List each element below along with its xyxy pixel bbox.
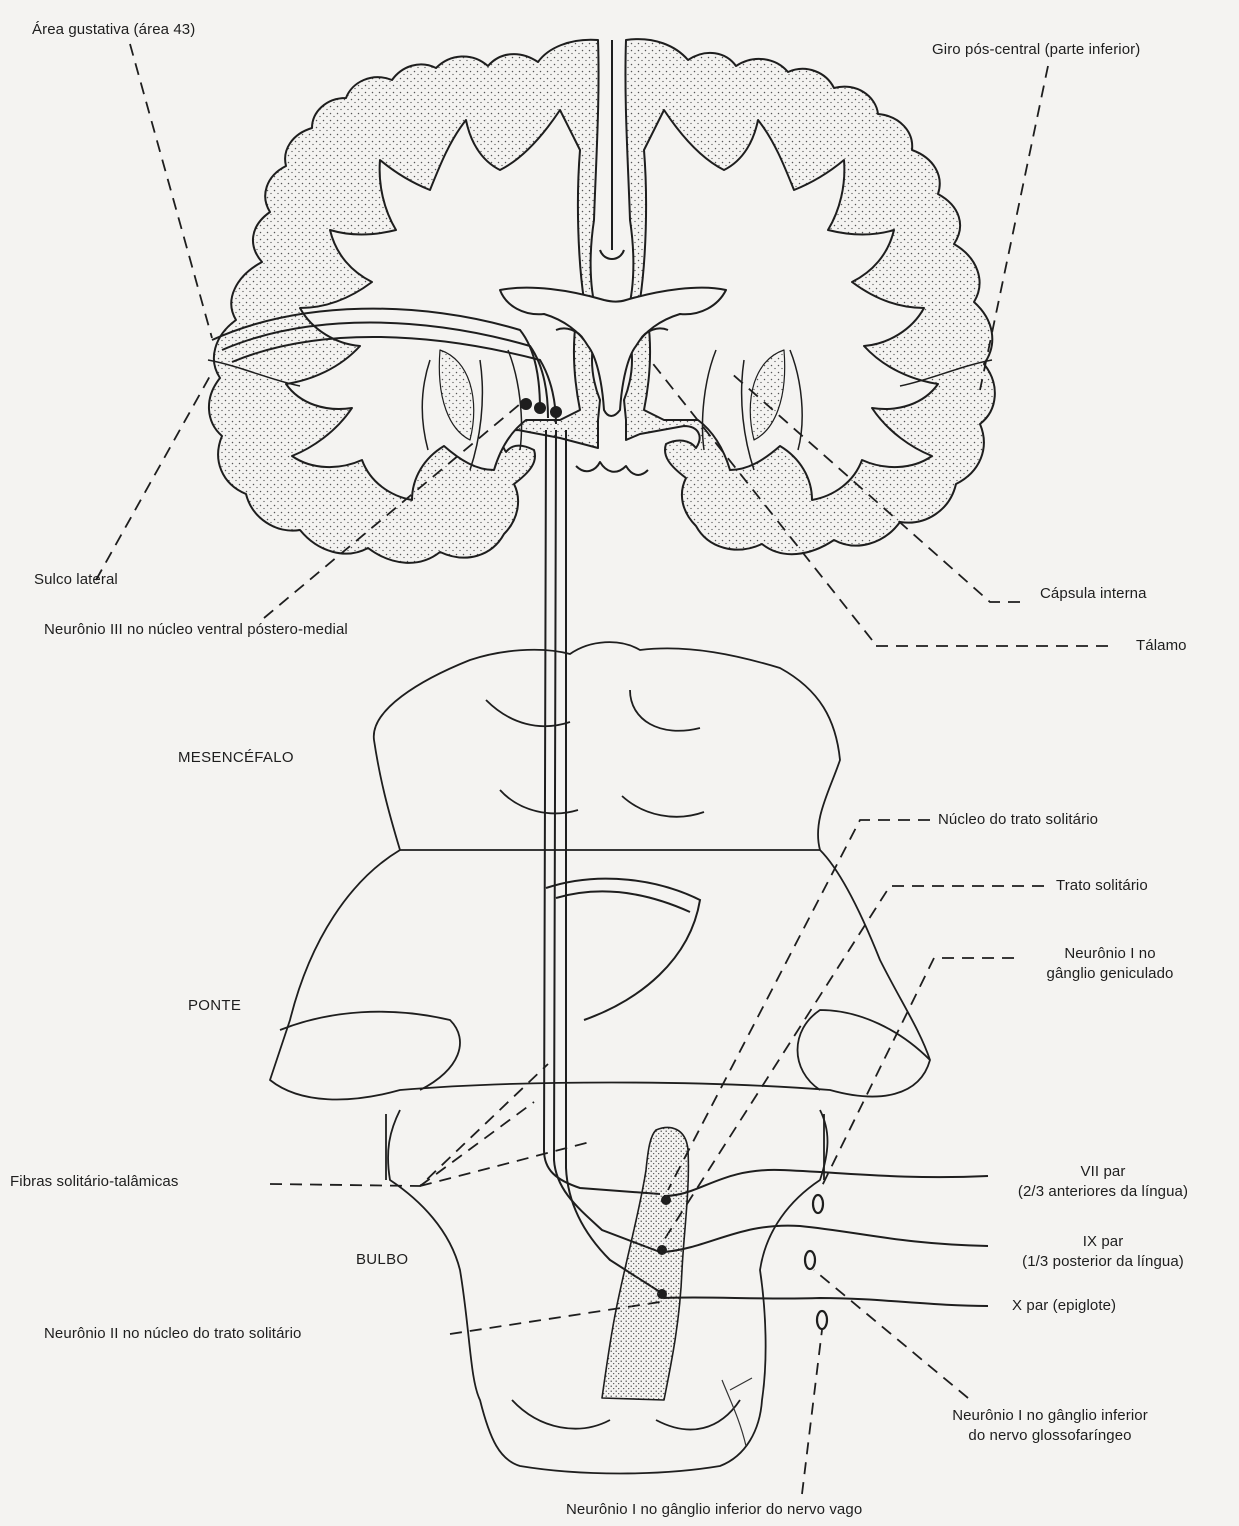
label-x-par: X par (epiglote)	[1012, 1296, 1116, 1316]
label-trato-solitario: Trato solitário	[1056, 876, 1148, 896]
pons-outline	[270, 850, 930, 1099]
label-neuronio-i-glosso-line1: Neurônio I no gânglio inferior	[880, 1406, 1220, 1426]
cerebrum-coronal-section	[208, 39, 995, 563]
nerve-ix	[664, 1226, 988, 1252]
label-ix-par-line1: IX par	[972, 1232, 1234, 1252]
pons-left-bulge	[280, 1012, 460, 1090]
label-neuronio-i-geniculado: Neurônio I no gânglio geniculado	[1010, 944, 1210, 984]
label-neuronio-i-glossofaringeo: Neurônio I no gânglio inferior do nervo …	[880, 1406, 1220, 1446]
label-neuronio-iii: Neurônio III no núcleo ventral póstero-m…	[44, 620, 348, 640]
pons-right-bulge	[798, 1010, 931, 1090]
label-neuronio-i-glosso-line2: do nervo glossofaríngeo	[880, 1426, 1220, 1446]
label-vii-par-line1: VII par	[972, 1162, 1234, 1182]
label-capsula-interna: Cápsula interna	[1040, 584, 1147, 604]
label-neuronio-ii: Neurônio II no núcleo do trato solitário	[44, 1324, 301, 1344]
label-nucleo-trato-solitario: Núcleo do trato solitário	[938, 810, 1098, 830]
midbrain-outline	[374, 642, 840, 850]
label-neuronio-i-geniculado-line2: gânglio geniculado	[1010, 964, 1210, 984]
label-giro-pos-central: Giro pós-central (parte inferior)	[932, 40, 1140, 60]
label-talamo: Tálamo	[1136, 636, 1187, 656]
label-fibras-solitario-talamicas: Fibras solitário-talâmicas	[10, 1172, 178, 1192]
label-neuronio-i-geniculado-line1: Neurônio I no	[1010, 944, 1210, 964]
label-ponte: PONTE	[188, 996, 241, 1016]
nerve-x	[664, 1297, 988, 1306]
label-area-gustativa: Área gustativa (área 43)	[32, 20, 195, 40]
medulla-outline	[388, 1110, 827, 1474]
label-bulbo: BULBO	[356, 1250, 408, 1270]
nerve-vii	[664, 1170, 988, 1196]
label-ix-par: IX par (1/3 posterior da língua)	[972, 1232, 1234, 1272]
artist-signature	[722, 1378, 752, 1446]
label-neuronio-i-vago: Neurônio I no gânglio inferior do nervo …	[566, 1500, 862, 1520]
label-ix-par-line2: (1/3 posterior da língua)	[972, 1252, 1234, 1272]
label-mesencefalo: MESENCÉFALO	[178, 748, 294, 768]
label-vii-par: VII par (2/3 anteriores da língua)	[972, 1162, 1234, 1202]
label-sulco-lateral: Sulco lateral	[34, 570, 118, 590]
brainstem	[270, 642, 930, 1473]
label-vii-par-line2: (2/3 anteriores da língua)	[972, 1182, 1234, 1202]
